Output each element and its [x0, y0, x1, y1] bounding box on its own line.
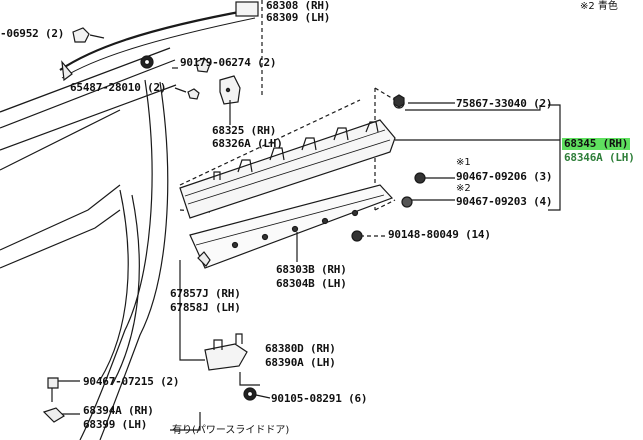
part-06952-label[interactable]: -06952 (2): [0, 27, 65, 40]
part-90179-label[interactable]: 90179-06274 (2): [180, 56, 277, 69]
footer-note: 有り(パワースライドドア): [172, 425, 290, 436]
header-note: ※2 青色: [580, 1, 618, 12]
part-90467-07215-label[interactable]: 90467-07215 (2): [83, 375, 180, 388]
part-68399-label[interactable]: 68399 (LH): [83, 418, 148, 431]
part-68308-label[interactable]: 68308 (RH): [266, 0, 331, 12]
part-67858J-label[interactable]: 67858J (LH): [170, 301, 241, 314]
part-68390A-label[interactable]: 68390A (LH): [265, 356, 336, 369]
part-68345-label[interactable]: 68345 (RH): [562, 137, 631, 150]
part-67857J-label[interactable]: 67857J (RH): [170, 287, 241, 300]
part-90467-09203-label[interactable]: 90467-09203 (4): [456, 195, 553, 208]
part-68303B-label[interactable]: 68303B (RH): [276, 263, 347, 276]
mark-1: ※1: [456, 157, 471, 168]
part-90148-label[interactable]: 90148-80049 (14): [388, 228, 491, 241]
mark-2: ※2: [456, 183, 471, 194]
part-68309-label[interactable]: 68309 (LH): [266, 11, 331, 24]
part-90105-label[interactable]: 90105-08291 (6): [271, 392, 368, 405]
part-68380D-label[interactable]: 68380D (RH): [265, 342, 336, 355]
part-68394A-label[interactable]: 68394A (RH): [83, 404, 154, 417]
part-68325-label[interactable]: 68325 (RH): [212, 124, 277, 137]
part-65487-label[interactable]: 65487-28010 (2): [70, 81, 167, 94]
part-75867-label[interactable]: 75867-33040 (2): [456, 97, 553, 110]
part-68326A-label[interactable]: 68326A (LH): [212, 137, 283, 150]
part-68304B-label[interactable]: 68304B (LH): [276, 277, 347, 290]
part-90467-09206-label[interactable]: 90467-09206 (3): [456, 170, 553, 183]
part-68346A-label[interactable]: 68346A (LH): [564, 151, 635, 164]
